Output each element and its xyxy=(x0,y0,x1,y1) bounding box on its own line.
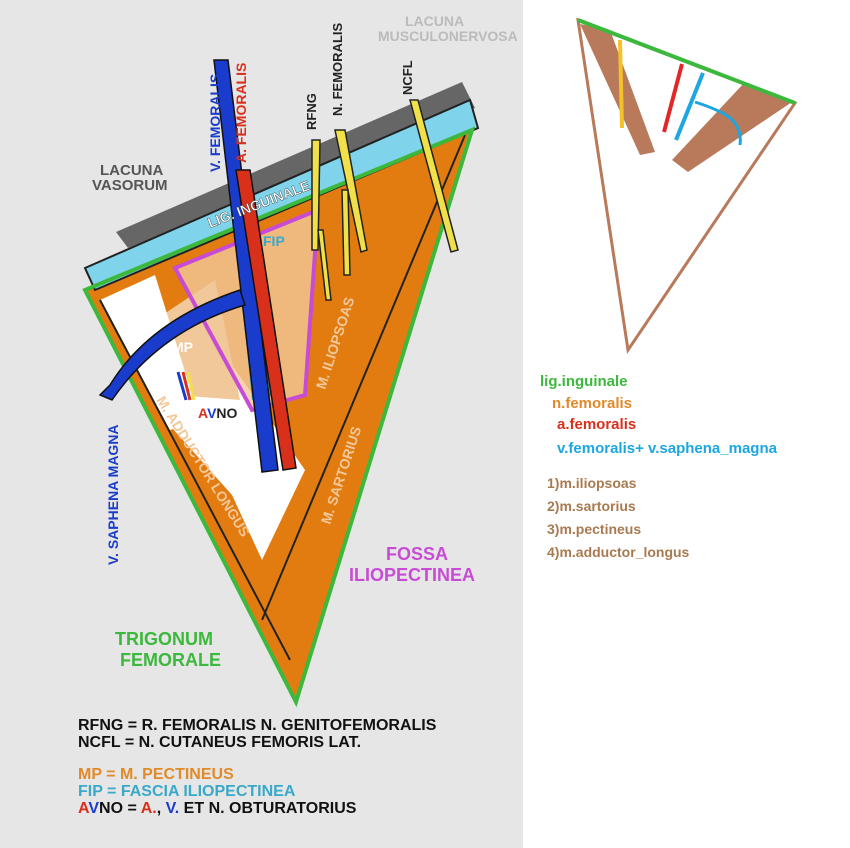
trigonum-outline xyxy=(82,126,476,708)
abbreviation-legend-1: RFNG = R. FEMORALIS N. GENITOFEMORALIS N… xyxy=(78,717,436,751)
right-legend-m2: 2)m.sartorius xyxy=(547,498,636,514)
label-lacuna-vasorum-1: LACUNA xyxy=(100,162,163,179)
right-legend-m4: 4)m.adductor_longus xyxy=(547,544,690,560)
label-lacuna-musculonervosa-2: MUSCULONERVOSA xyxy=(378,28,518,44)
nerves xyxy=(311,99,459,301)
label-rfng: RFNG xyxy=(304,93,319,130)
abbreviation-legend-2: MP = M. PECTINEUS FIP = FASCIA ILIOPECTI… xyxy=(78,766,356,817)
label-trigonum-2: FEMORALE xyxy=(120,650,221,670)
label-avno: AVNO xyxy=(198,405,238,421)
legend-mp: MP = M. PECTINEUS xyxy=(78,766,234,783)
right-legend-m1: 1)m.iliopsoas xyxy=(547,475,637,491)
label-ncfl: NCFL xyxy=(400,60,415,95)
right-legend-lig: lig.inguinale xyxy=(540,373,628,390)
schematic-v-femoralis xyxy=(674,72,705,141)
legend-avno: AVNO = A., V. ET N. OBTURATORIUS xyxy=(78,800,357,817)
schematic-a-femoralis xyxy=(662,63,684,133)
label-fossa-2: ILIOPECTINEA xyxy=(349,565,475,585)
inner-gap xyxy=(165,355,305,560)
schematic-muscle-1 xyxy=(580,24,655,155)
a-femoralis-vessel xyxy=(235,169,297,471)
label-mp: MP xyxy=(172,339,193,355)
fip-outline xyxy=(172,206,321,413)
lacuna-band xyxy=(116,82,475,248)
right-legend-n-femoralis: n.femoralis xyxy=(552,395,633,412)
label-fossa-1: FOSSA xyxy=(386,544,448,564)
label-fip: FIP xyxy=(263,233,285,249)
label-trigonum-1: TRIGONUM xyxy=(115,629,213,649)
iliopsoas-area xyxy=(300,160,440,470)
right-legend-a-femoralis: a.femoralis xyxy=(557,416,637,433)
label-n-femoralis: N. FEMORALIS xyxy=(330,23,345,116)
sartorius-edge xyxy=(261,134,466,621)
label-lacuna-vasorum-2: VASORUM xyxy=(92,177,168,194)
label-a-femoralis: A. FEMORALIS xyxy=(233,63,249,163)
schematic-lig-inguinale xyxy=(577,18,796,105)
schematic-outline xyxy=(576,17,798,355)
label-v-saphena-magna: V. SAPHENA MAGNA xyxy=(105,424,121,565)
femoral-triangle-illustration: LACUNA MUSCULONERVOSA LACUNA VASORUM V. … xyxy=(82,13,518,708)
legend-rfng: RFNG = R. FEMORALIS N. GENITOFEMORALIS xyxy=(78,717,437,734)
schematic-n-femoralis xyxy=(618,39,624,129)
v-saphena-magna-vessel xyxy=(98,289,246,401)
right-legend-v-femoralis: v.femoralis+ v.saphena_magna xyxy=(557,440,777,457)
schematic-v-saphena xyxy=(694,100,742,146)
legend-ncfl: NCFL = N. CUTANEUS FEMORIS LAT. xyxy=(78,734,362,751)
label-lacuna-musculonervosa-1: LACUNA xyxy=(405,13,464,29)
label-v-femoralis: V. FEMORALIS xyxy=(207,74,223,172)
v-femoralis-vessel xyxy=(213,59,279,473)
legend-fip: FIP = FASCIA ILIOPECTINEA xyxy=(78,783,296,800)
right-legend-m3: 3)m.pectineus xyxy=(547,521,642,537)
schematic-muscle-2 xyxy=(672,82,792,172)
